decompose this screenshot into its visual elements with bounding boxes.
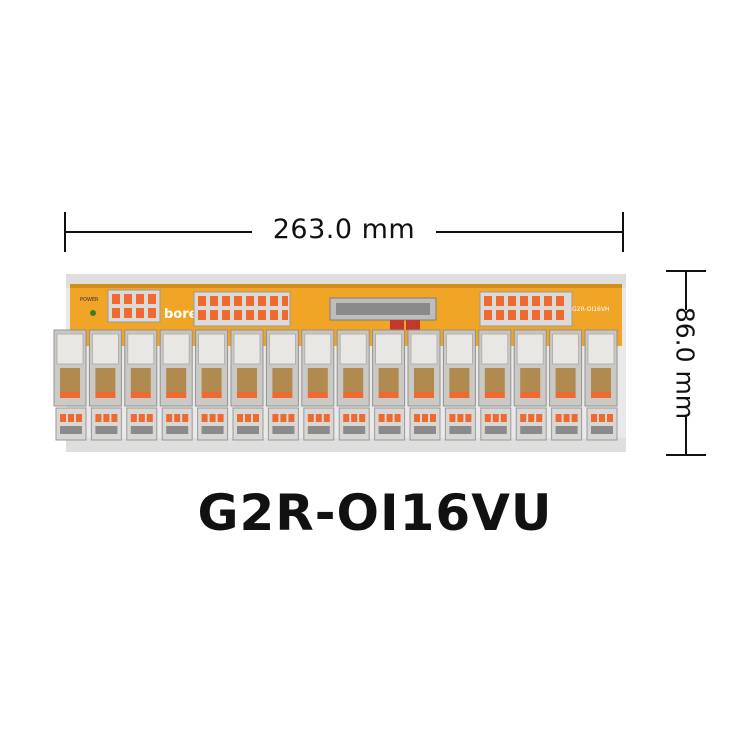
relay-module-image: POWER bore G2R-OI16VH [53,274,626,452]
relay [336,329,370,407]
power-led [90,310,96,316]
height-dimension-bottom-tick [666,454,706,456]
power-label: POWER [80,297,99,303]
width-dimension: 263.0 mm [64,210,624,254]
output-terminal [55,407,87,441]
relay [407,329,441,407]
width-dimension-left-line [66,231,252,233]
relay [442,329,476,407]
relay [159,329,193,407]
height-dimension-top-tick [666,270,706,272]
output-terminal [232,407,264,441]
output-terminal-row [55,407,618,441]
relay [513,329,547,407]
output-terminal [551,407,583,441]
width-dimension-left-tick [64,212,66,252]
relay [478,329,512,407]
output-terminal [409,407,441,441]
height-dimension-bottom-line [685,416,687,454]
width-dimension-right-line [436,231,622,233]
output-terminal [374,407,406,441]
relay [372,329,406,407]
output-terminal [90,407,122,441]
relay [584,329,618,407]
relay [549,329,583,407]
input-terminal-block-left [193,291,291,327]
input-terminal-block-right [479,291,573,327]
output-terminal [586,407,618,441]
width-dimension-right-tick [622,212,624,252]
brand-logo: bore [164,307,198,322]
relay [53,329,87,407]
relay [195,329,229,407]
relay-row [53,329,618,407]
output-terminal [303,407,335,441]
height-dimension-top-line [685,272,687,310]
width-dimension-label: 263.0 mm [272,214,416,245]
output-terminal [161,407,193,441]
ribbon-connector [329,297,437,330]
height-dimension-label: 86.0 mm [670,306,700,420]
model-name: G2R-OI16VU [197,484,553,542]
relay [88,329,122,407]
relay [230,329,264,407]
relay [124,329,158,407]
height-dimension: 86.0 mm [660,270,710,456]
output-terminal [338,407,370,441]
output-terminal [515,407,547,441]
output-terminal [197,407,229,441]
rail-bottom-edge [66,438,626,452]
output-terminal [126,407,158,441]
output-terminal [480,407,512,441]
model-silkscreen: G2R-OI16VH [572,306,609,313]
output-terminal [267,407,299,441]
power-terminal-block [107,289,161,323]
pcb-edge [70,284,622,288]
relay [265,329,299,407]
relay [301,329,335,407]
output-terminal [444,407,476,441]
